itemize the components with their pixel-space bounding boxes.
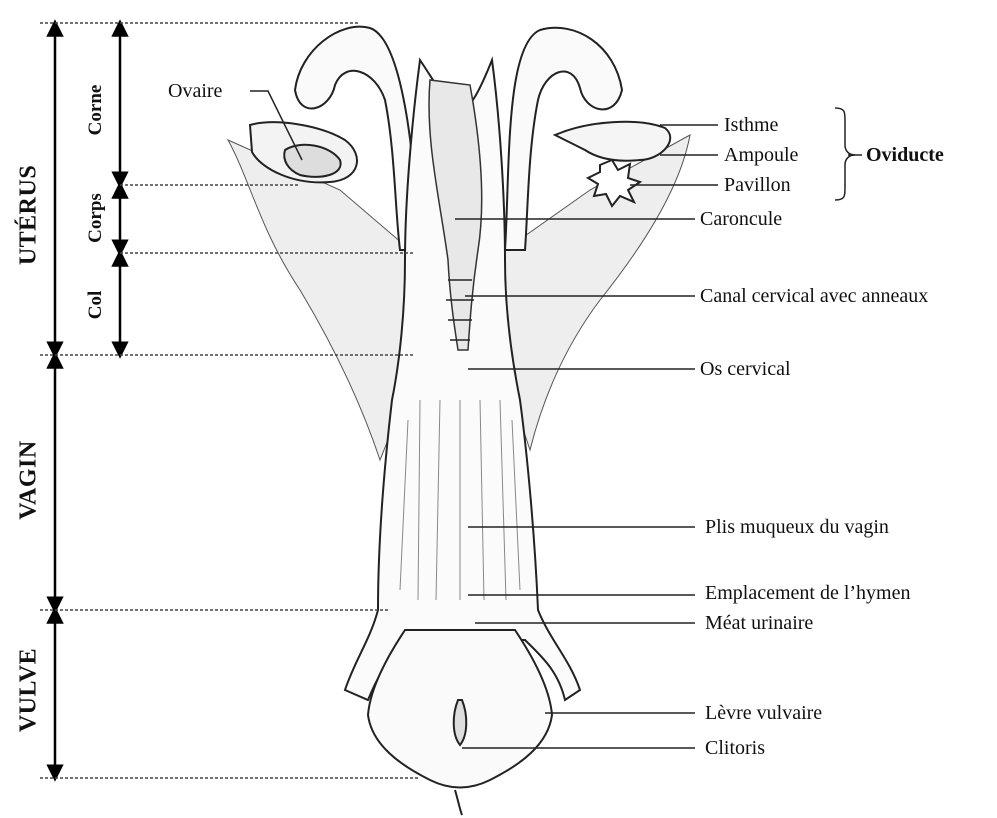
label-caroncule: Caroncule (700, 208, 782, 230)
label-vagin: VAGIN (16, 440, 43, 519)
label-meat: Méat urinaire (705, 612, 813, 634)
label-clitoris: Clitoris (705, 737, 765, 759)
vulva (368, 630, 552, 815)
label-corps: Corps (85, 193, 107, 243)
label-isthme: Isthme (724, 114, 778, 136)
label-oviducte: Oviducte (866, 144, 944, 166)
label-os-cervical: Os cervical (700, 358, 791, 380)
label-vulve: VULVE (16, 648, 43, 732)
label-pavillon: Pavillon (724, 174, 791, 196)
label-uterus: UTÉRUS (16, 165, 43, 265)
label-levre: Lèvre vulvaire (705, 702, 822, 724)
label-ampoule: Ampoule (724, 144, 798, 166)
dimension-arrows (55, 28, 120, 773)
label-ovaire: Ovaire (168, 80, 222, 102)
label-corne: Corne (85, 85, 107, 136)
label-hymen: Emplacement de l’hymen (705, 582, 910, 604)
label-col: Col (85, 291, 107, 320)
label-plis-muqueux: Plis muqueux du vagin (705, 516, 889, 538)
label-canal-cervical: Canal cervical avec anneaux (700, 285, 928, 307)
